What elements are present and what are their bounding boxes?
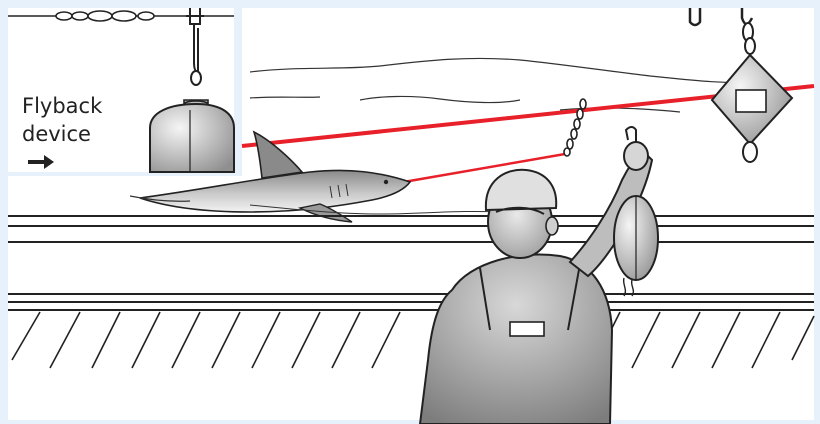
flyback-device-label: Flyback device [22,92,102,176]
label-line-2: device [22,120,102,176]
arrow-right-icon [28,148,102,176]
lower-panel [8,176,814,420]
buoy-hanging [688,8,794,163]
fisherman [418,141,654,424]
label-line-1: Flyback [22,94,103,118]
boat-rail [8,215,814,311]
sea-line [249,204,501,215]
held-flyback-device [613,126,659,297]
deck-hatching [11,311,815,369]
shark [129,130,412,223]
inset-panel [8,8,235,173]
label-line-2-text: device [22,122,91,146]
branchline-red [391,152,566,186]
chain-swivel [563,98,587,157]
